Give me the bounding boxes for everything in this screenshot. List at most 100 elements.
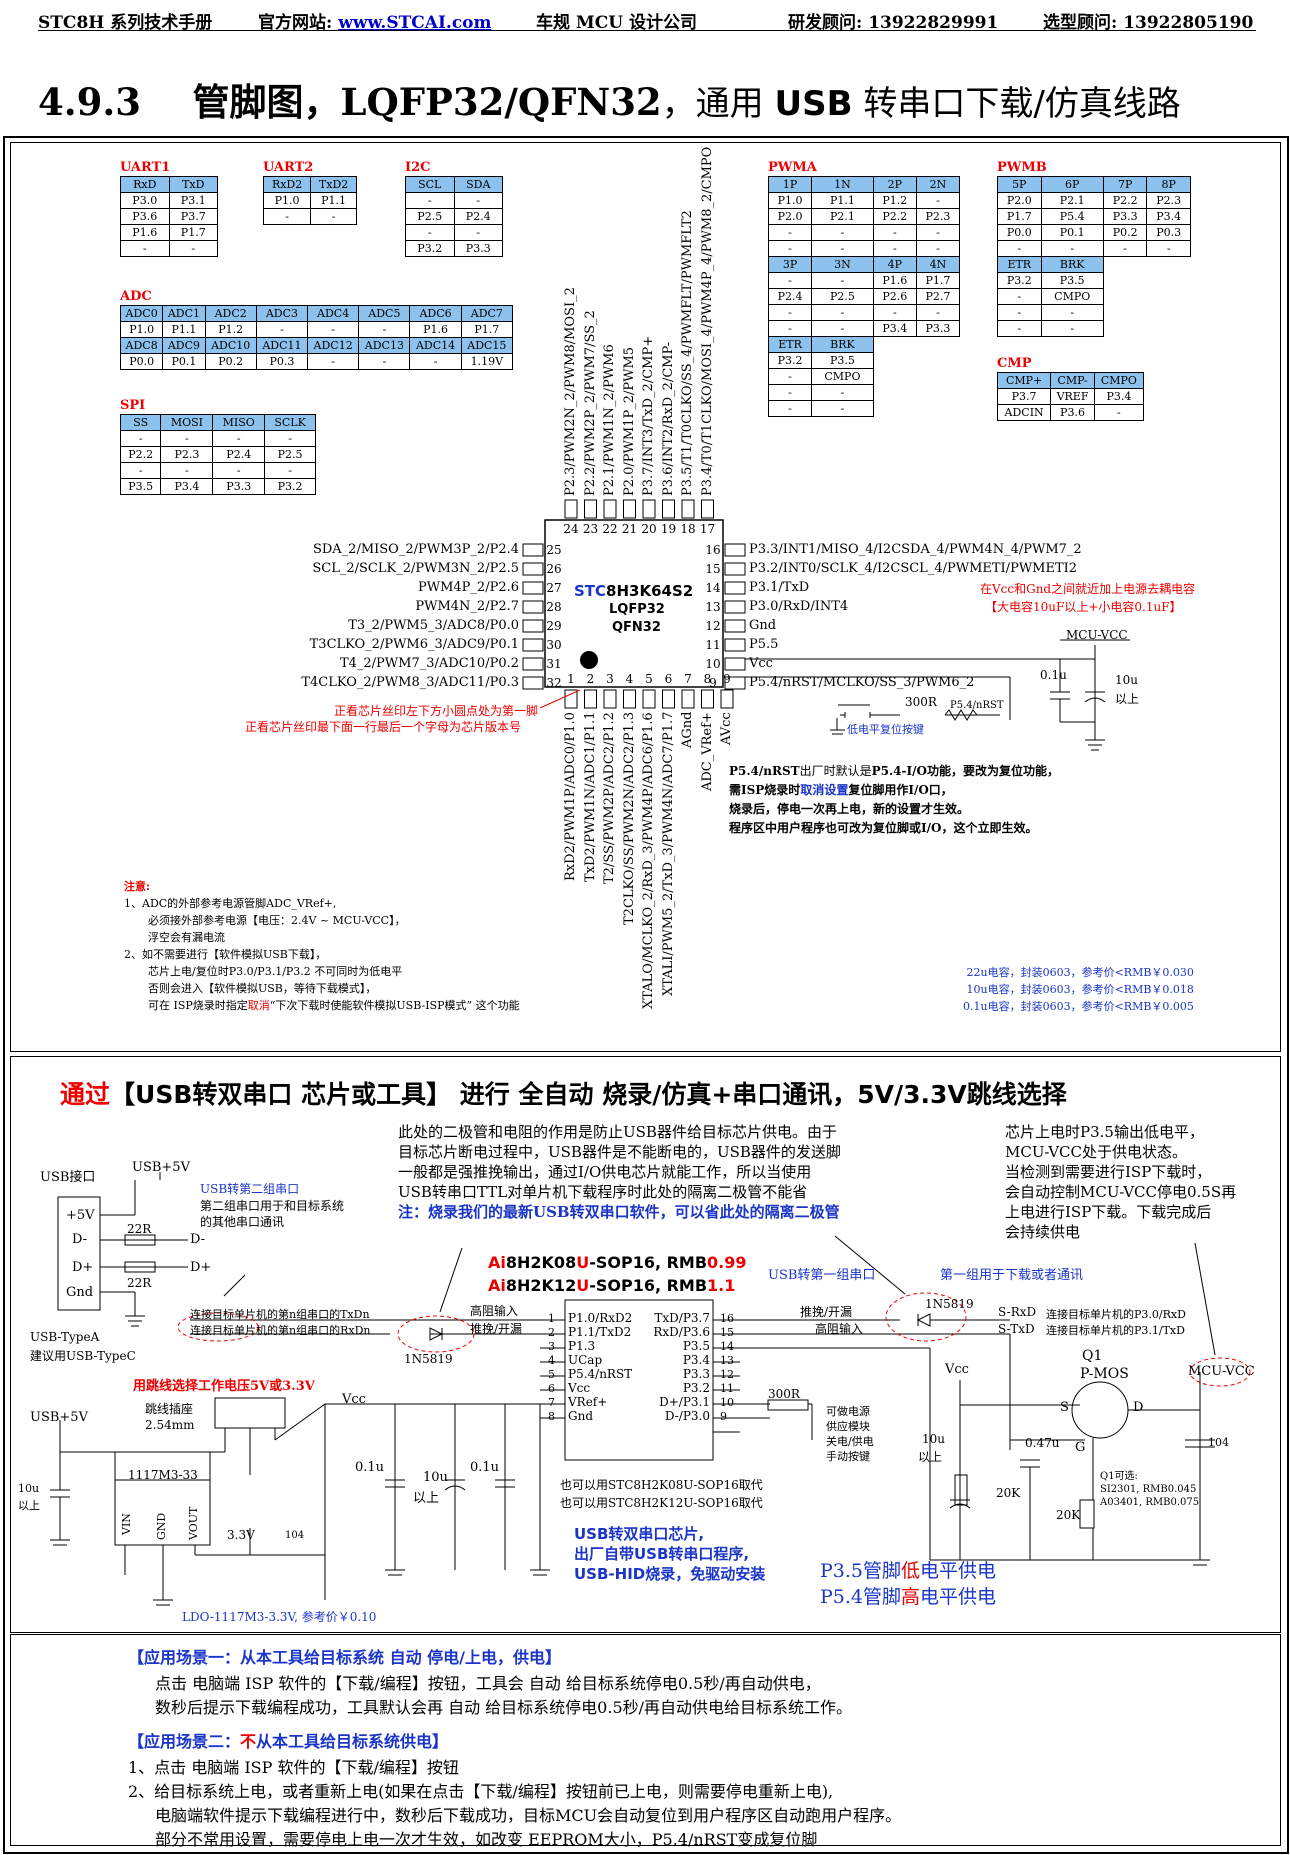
alt-chip-1: 也可以用STC8H2K08U-SOP16取代 [560, 1478, 763, 1492]
pin-pad [724, 562, 746, 576]
website-link[interactable]: www.STCAI.com [338, 13, 492, 33]
manual-title: STC8H 系列技术手册 [38, 13, 213, 33]
table-cell: - [168, 240, 218, 257]
table-cell: ETR [767, 336, 813, 353]
usb-dminus-right: D- [190, 1232, 206, 1247]
pin-number: 28 [546, 600, 562, 614]
r300-label: 300R [905, 695, 937, 709]
sop-pin-number: 1 [548, 1312, 555, 1325]
pin-pad [584, 499, 597, 519]
pin-label-left: T3CLKO_2/PWM6_3/ADC9/P0.1 [309, 637, 519, 652]
sop-pin-number: 15 [720, 1326, 734, 1339]
c10u-label: 10u [1115, 673, 1138, 687]
ldo-gnd: GND [155, 1512, 168, 1540]
table-cell: P2.2 [119, 446, 162, 463]
q1-label: Q1 [1082, 1348, 1103, 1364]
c10u-usb: 10u [922, 1432, 945, 1446]
scenario1-line1: 点击 电脑端 ISP 软件的【下载/编程】按钮，工具会 自动 给目标系统停电0.… [155, 1674, 821, 1693]
table-row: -- [997, 320, 1191, 337]
table-cell: - [1146, 240, 1191, 257]
srxd-label: S-RxD [998, 1305, 1037, 1319]
scenario1-title: 【应用场景一：从本工具给目标系统 自动 停电/上电，供电】 [128, 1648, 561, 1667]
c104-left: 104 [285, 1530, 305, 1541]
table-row: -- [767, 384, 960, 401]
table-cell: ADC11 [255, 337, 309, 354]
decap-note-b: 【大电容10uF以上+小电容0.1uF】 [985, 600, 1182, 614]
ldo-vin: VIN [120, 1513, 133, 1535]
pin-number: 21 [621, 522, 638, 536]
pin-number: 7 [684, 672, 692, 686]
table-cell: P1.1 [811, 192, 874, 209]
pin-number: 9 [709, 676, 717, 690]
table-cell: P3.5 [119, 478, 162, 495]
usb-dplus-right: D+ [190, 1260, 212, 1275]
pin1-note-b: 正看芯片丝印最下面一行最后一个字母为芯片版本号 [245, 720, 522, 734]
table-cell: ADC10 [204, 337, 257, 354]
sop-pin-label-left: P1.1/TxD2 [568, 1325, 632, 1339]
pin-pad [522, 619, 544, 633]
pin-number: 18 [680, 522, 696, 536]
c01u-label: 0.1u [1040, 668, 1067, 682]
pin-pad [623, 689, 636, 709]
pin-pad [662, 499, 675, 519]
g-pin: G [1075, 1440, 1086, 1455]
table-cell: P3.4 [160, 478, 214, 495]
table-cell: P3.3 [212, 478, 266, 495]
uart1-title: UART1 [120, 160, 171, 175]
scenario2-line1: 1、点击 电脑端 ISP 软件的【下载/编程】按钮 [128, 1758, 459, 1777]
table-cell: P2.3 [915, 208, 961, 225]
table-cell: 8P [1146, 176, 1191, 193]
section-title: 4.9.3 管脚图，LQFP32/QFN32，通用 USB 转串口下载/仿真线路 [38, 80, 1181, 124]
table-cell: P3.5 [1040, 272, 1104, 289]
decap-circuit [745, 639, 1130, 751]
c10u-left: 10u [18, 1482, 40, 1495]
table-cell: ADC3 [255, 305, 309, 322]
pin-number: 9 [723, 672, 731, 686]
r22-b: 22R [127, 1276, 152, 1290]
table-cell: ADCIN [996, 404, 1052, 421]
table-cell: 3N [811, 256, 874, 273]
adc-title: ADC [120, 289, 152, 304]
scenario2-line2: 2、给目标系统上电，或者重新上电(如果在点击【下载/编程】按钮前已上电，则需要停… [128, 1782, 834, 1801]
chip-pkg1: LQFP32 [609, 602, 665, 617]
sop-pin-label-left: UCap [568, 1353, 603, 1367]
sop-pin-number: 9 [720, 1410, 727, 1423]
i2c-title: I2C [405, 160, 431, 175]
table-cell: P3.4 [1093, 388, 1145, 405]
table-cell: P1.7 [168, 224, 218, 241]
pin-number: 19 [660, 522, 677, 536]
ldo-price: LDO-1117M3-3.3V, 参考价￥0.10 [182, 1610, 377, 1624]
table-cell: - [997, 320, 1042, 337]
p54-rst-label: P5.4/nRST [950, 700, 1004, 711]
pin-number: 25 [546, 543, 562, 557]
table-cell: 1P [767, 176, 813, 193]
pin-pad [564, 499, 578, 519]
sop-pin-number: 2 [548, 1326, 555, 1339]
table-row: ---- [119, 430, 316, 447]
vcc-label: Vcc [342, 1392, 366, 1407]
scenario2-title: 【应用场景二：不从本工具给目标系统供电】 [128, 1732, 449, 1751]
chip-option-1: Ai8H2K08U-SOP16, RMB0.99 [488, 1253, 747, 1272]
txdn-label: 连接目标单片机的第n组串口的TxDn [190, 1308, 370, 1321]
table-row: ---- [997, 240, 1191, 257]
sop-pin-number: 4 [548, 1354, 555, 1367]
cap-prices: 22u电容，封装0603，参考价<RMB￥0.030 10u电容，封装0603，… [963, 966, 1194, 1013]
pin-number: 24 [563, 522, 579, 536]
sop-pin-number: 12 [720, 1368, 734, 1381]
above-usb: 以上 [918, 1450, 943, 1464]
table-cell: P2.7 [915, 288, 961, 305]
table-cell: P3.6 [120, 208, 170, 225]
table-row: -- [405, 224, 503, 241]
mcu-vcc-usb: MCU-VCC [1188, 1364, 1255, 1379]
pin-pad [522, 543, 544, 557]
